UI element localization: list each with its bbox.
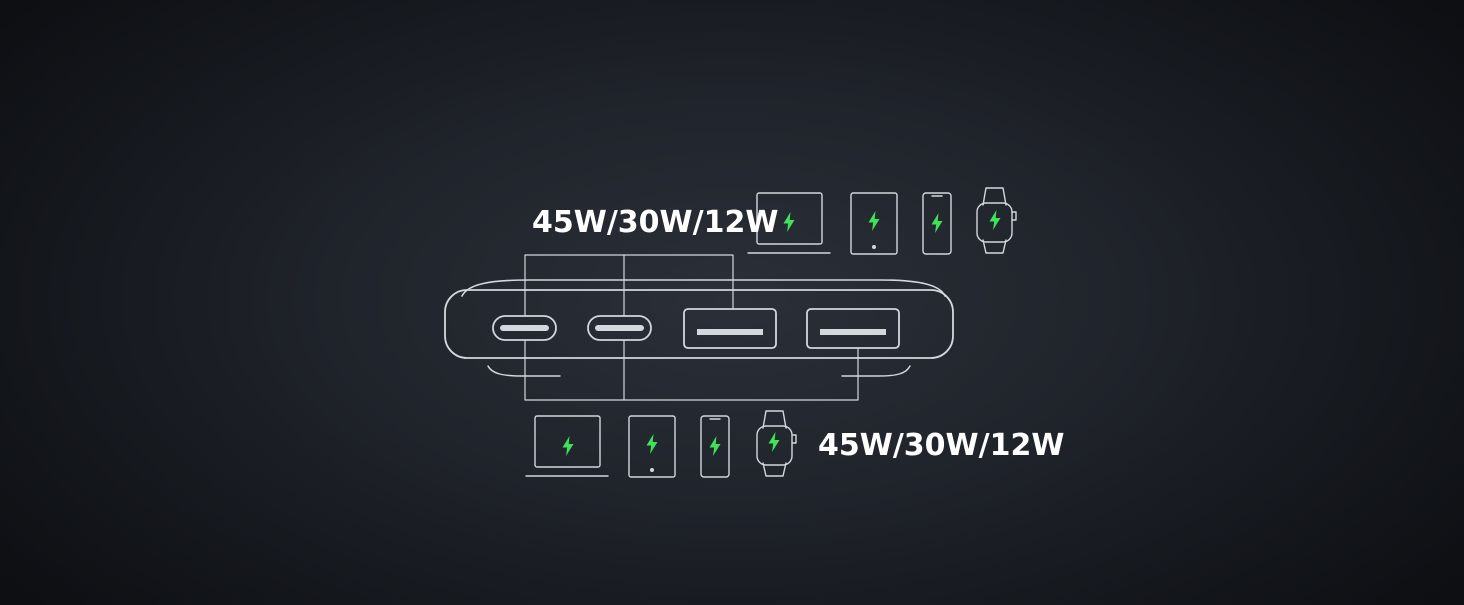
top-bracket <box>524 254 734 317</box>
laptop-icon <box>525 415 609 477</box>
usb-c-port-icon <box>587 315 652 341</box>
charging-indicators <box>562 210 1001 456</box>
lightning-bolt-icon <box>783 212 795 232</box>
lightning-bolt-icon <box>989 210 1001 230</box>
phone-icon <box>922 192 952 255</box>
bottom-output-label: 45W/30W/12W <box>818 428 1065 463</box>
bottom-bracket <box>524 339 859 401</box>
power-bank-foot-right <box>841 365 911 377</box>
usb-a-port-icon <box>683 308 777 349</box>
lightning-bolt-icon <box>709 436 721 456</box>
phone-icon <box>700 415 730 478</box>
ports <box>492 308 900 349</box>
watch-icon <box>976 187 1017 254</box>
lightning-bolt-icon <box>868 211 880 231</box>
power-bank-top-edge <box>461 279 946 297</box>
bottom-device-row <box>525 410 797 478</box>
lightning-bolt-icon <box>931 213 943 233</box>
connector-lines <box>524 254 859 401</box>
usb-a-port-icon <box>806 308 900 349</box>
tablet-icon <box>628 415 676 478</box>
lightning-bolt-icon <box>646 434 658 454</box>
top-device-row <box>747 187 1017 255</box>
lightning-bolt-icon <box>562 436 574 456</box>
power-bank-front-face <box>444 289 954 359</box>
lightning-bolt-icon <box>768 432 780 452</box>
tablet-icon <box>850 192 898 255</box>
laptop-icon <box>747 192 831 254</box>
power-bank-foot-left <box>487 365 561 377</box>
top-output-label: 45W/30W/12W <box>532 205 779 240</box>
power-bank <box>444 279 954 377</box>
watch-icon <box>756 410 797 477</box>
